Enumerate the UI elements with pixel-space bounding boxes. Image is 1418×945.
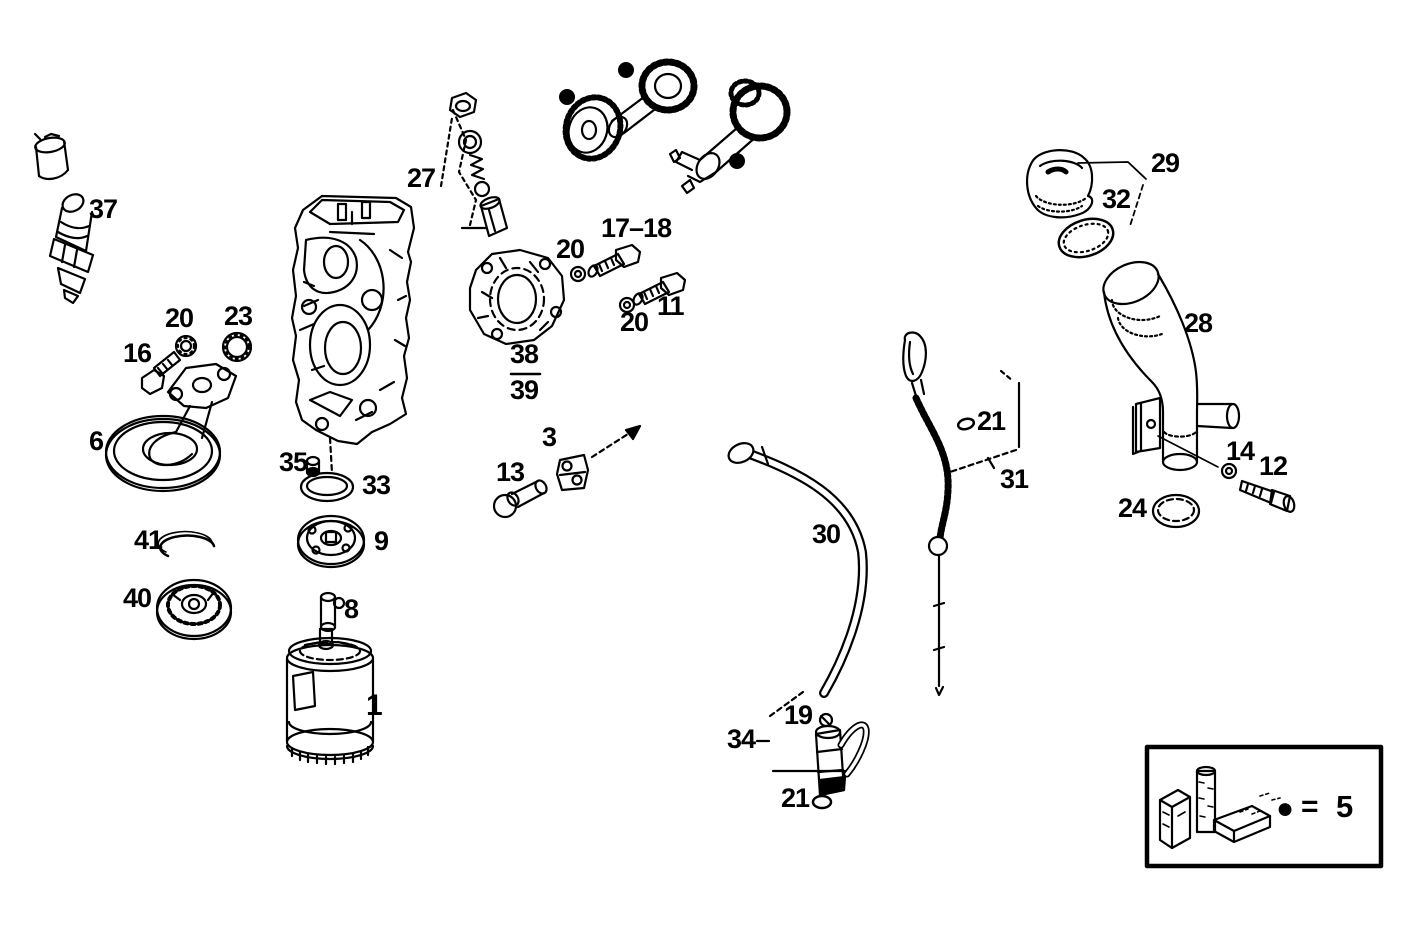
washer-20b-drawing bbox=[618, 296, 636, 314]
legend-box bbox=[1144, 744, 1384, 869]
part-label-34: 34 bbox=[727, 724, 756, 754]
part-label-9: 9 bbox=[374, 526, 389, 556]
bolt-16-drawing bbox=[140, 350, 182, 396]
snap-ring-41-drawing bbox=[157, 530, 216, 558]
part-label-30: 30 bbox=[812, 519, 841, 549]
part-label-14: 14 bbox=[1226, 436, 1255, 466]
oring-21a-drawing bbox=[956, 417, 976, 431]
fitting-13-drawing bbox=[492, 479, 548, 519]
part-label-32: 32 bbox=[1102, 184, 1131, 214]
seal-ring-23-drawing bbox=[221, 331, 253, 363]
seal-32-drawing bbox=[1057, 217, 1115, 259]
kit-part-number: 5 bbox=[1336, 789, 1354, 824]
part-label-31: 31 bbox=[1000, 464, 1029, 494]
part-label-24: 24 bbox=[1118, 493, 1147, 523]
nut-20c-drawing bbox=[174, 334, 198, 358]
leader-31 bbox=[948, 369, 1021, 474]
oring-21b-drawing bbox=[811, 794, 833, 810]
filler-tube-28-drawing bbox=[1102, 260, 1241, 472]
oil-pickup-6-drawing bbox=[104, 362, 238, 493]
part-label-29: 29 bbox=[1151, 148, 1180, 178]
pressure-switch-37-drawing bbox=[48, 193, 95, 305]
part-label-20c: 20 bbox=[165, 303, 194, 333]
pin-8-drawing bbox=[317, 591, 346, 651]
bracket-3-drawing bbox=[555, 424, 642, 492]
guide-tube-30-drawing bbox=[727, 442, 868, 698]
cap-part-drawing bbox=[33, 132, 70, 181]
pulley-40-drawing bbox=[155, 578, 233, 641]
filler-cap-29-drawing bbox=[1026, 149, 1147, 227]
part-label-16: 16 bbox=[123, 338, 152, 368]
part-label-21b: 21 bbox=[781, 783, 810, 813]
washer-14-drawing bbox=[1220, 462, 1238, 480]
kit-marker-dots bbox=[559, 62, 745, 169]
oring-24-drawing bbox=[1151, 493, 1201, 529]
part-label-17-18: 17–18 bbox=[601, 213, 672, 243]
pump-cover-38-39-drawing bbox=[468, 248, 566, 376]
part-label-21a: 21 bbox=[977, 406, 1006, 436]
part-label-12: 12 bbox=[1259, 451, 1288, 481]
part-label-3: 3 bbox=[542, 422, 557, 452]
part-label-28: 28 bbox=[1184, 308, 1213, 338]
part-label-11: 11 bbox=[657, 291, 685, 321]
relief-valve-27-drawing bbox=[439, 91, 509, 238]
part-label-13: 13 bbox=[496, 457, 525, 487]
fitting-34-drawing bbox=[755, 721, 870, 797]
part-label-39: 39 bbox=[510, 375, 539, 405]
part-label-6: 6 bbox=[89, 426, 104, 456]
pulley-9-drawing bbox=[296, 514, 366, 569]
part-label-41: 41 bbox=[134, 525, 163, 555]
part-label-37: 37 bbox=[89, 194, 118, 224]
part-label-1: 1 bbox=[366, 689, 383, 722]
part-label-19: 19 bbox=[784, 700, 813, 730]
bolt-17-18-drawing bbox=[587, 243, 642, 278]
part-label-20a: 20 bbox=[556, 234, 585, 264]
part-label-35: 35 bbox=[279, 447, 308, 477]
pump-gear-set-drawing bbox=[562, 58, 791, 195]
crankcase-block-drawing bbox=[290, 194, 416, 446]
part-label-8: 8 bbox=[344, 594, 359, 624]
kit-equals-sign: = bbox=[1301, 790, 1319, 823]
washer-20a-drawing bbox=[569, 265, 587, 283]
part-label-27: 27 bbox=[407, 163, 436, 193]
bolt-12-drawing bbox=[1238, 479, 1296, 513]
part-label-38: 38 bbox=[510, 339, 539, 369]
part-label-23: 23 bbox=[224, 301, 253, 331]
dipstick-31-drawing bbox=[902, 331, 952, 697]
kit-bullet-symbol: ● bbox=[1276, 792, 1295, 825]
part-label-40: 40 bbox=[123, 583, 152, 613]
bolt-11-drawing bbox=[632, 271, 687, 306]
part-label-20b: 20 bbox=[620, 307, 649, 337]
part-label-33: 33 bbox=[362, 470, 391, 500]
oil-filter-1-drawing bbox=[285, 636, 375, 766]
oring-33-drawing bbox=[299, 436, 355, 503]
